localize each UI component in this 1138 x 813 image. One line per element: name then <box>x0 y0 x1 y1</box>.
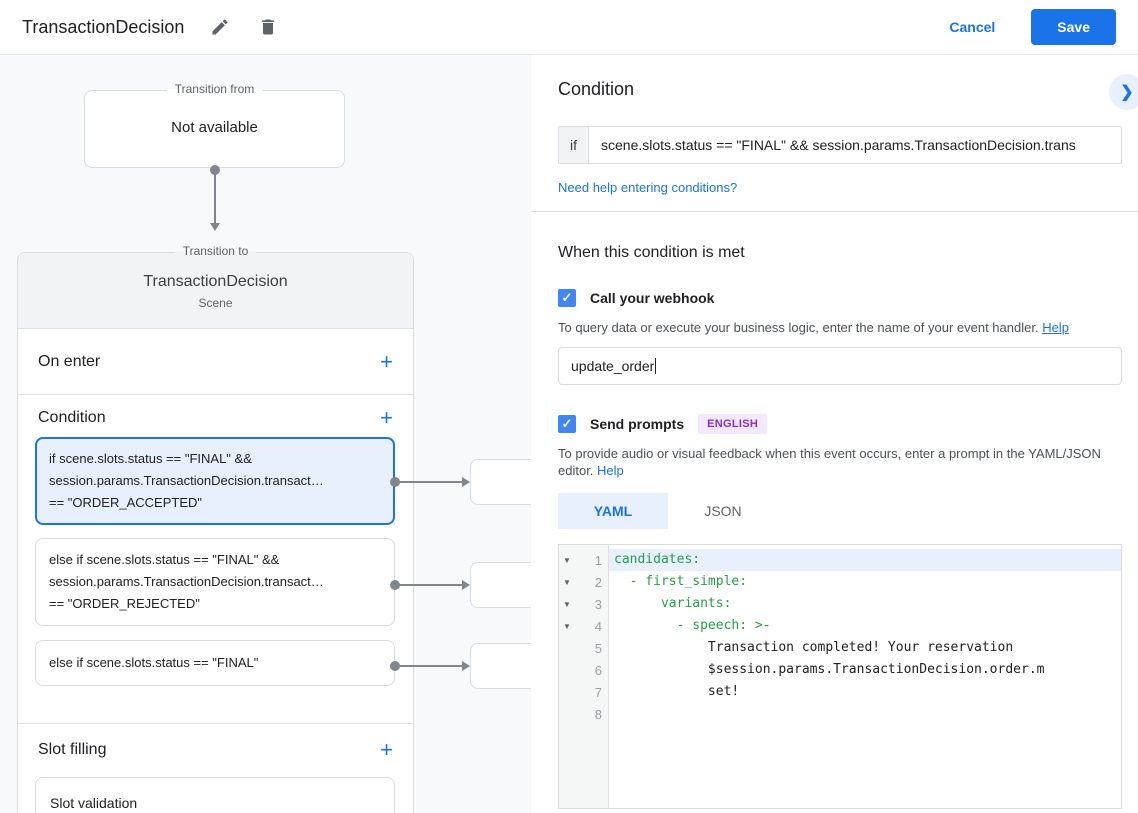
code-line: candidates: <box>609 549 1121 571</box>
line-number: 4 <box>594 618 602 634</box>
on-enter-label: On enter <box>38 352 101 370</box>
condition-expression-input[interactable]: scene.slots.status == "FINAL" && session… <box>601 137 1076 153</box>
connector-line <box>395 584 462 586</box>
scene-flow-canvas: Transition from Not available Transition… <box>0 55 531 813</box>
line-number: 5 <box>594 640 602 656</box>
transition-target-box[interactable] <box>470 562 531 608</box>
connector-arrowhead-icon <box>210 223 220 231</box>
connector-line <box>395 481 462 483</box>
code-line: $session.params.TransactionDecision.orde… <box>614 662 1045 677</box>
editor-format-tabs: YAML JSON <box>558 493 1122 529</box>
fold-toggle-icon[interactable] <box>559 622 577 631</box>
line-number: 1 <box>594 552 602 568</box>
condition-text-line: if scene.slots.status == "FINAL" && <box>49 451 252 466</box>
connector-arrowhead-icon <box>462 661 470 671</box>
when-met-heading: When this condition is met <box>558 244 745 261</box>
cancel-button[interactable]: Cancel <box>949 19 996 35</box>
code-line: variants: <box>614 596 732 611</box>
editor-gutter: 1 2 3 4 5 6 7 8 <box>559 545 609 808</box>
transition-to-legend: Transition to <box>174 244 257 258</box>
transition-target-box[interactable] <box>470 643 531 689</box>
webhook-helper-body: To query data or execute your business l… <box>558 320 1043 335</box>
on-enter-row[interactable]: On enter <box>18 328 413 394</box>
add-slot-button[interactable] <box>380 740 393 760</box>
prompts-help-link[interactable]: Help <box>597 463 624 478</box>
condition-text-line: else if scene.slots.status == "FINAL" && <box>49 552 280 567</box>
slot-filling-section: Slot filling Slot validation <box>18 723 413 813</box>
event-handler-input[interactable]: update_order <box>558 347 1122 385</box>
save-button[interactable]: Save <box>1031 9 1116 45</box>
condition-card-final[interactable]: else if scene.slots.status == "FINAL" <box>35 640 395 686</box>
connector-arrowhead-icon <box>462 580 470 590</box>
condition-text-line: else if scene.slots.status == "FINAL" <box>49 655 259 670</box>
add-on-enter-button[interactable] <box>380 352 393 372</box>
condition-expression-row: if scene.slots.status == "FINAL" && sess… <box>558 126 1122 164</box>
condition-text-line: == "ORDER_REJECTED" <box>49 596 200 611</box>
fold-toggle-icon[interactable] <box>559 578 577 587</box>
condition-section: Condition if scene.slots.status == "FINA… <box>18 394 413 723</box>
condition-section-label: Condition <box>38 409 106 426</box>
transition-target-box[interactable] <box>470 459 531 505</box>
panel-title: Condition <box>558 79 635 99</box>
line-number: 8 <box>594 706 602 722</box>
condition-help-link[interactable]: Need help entering conditions? <box>558 180 738 195</box>
prompts-helper-text: To provide audio or visual feedback when… <box>558 445 1110 479</box>
code-line: Transaction completed! Your reservation <box>614 640 1014 655</box>
code-line <box>609 703 1121 725</box>
condition-text-line: == "ORDER_ACCEPTED" <box>49 495 202 510</box>
scene-name: TransactionDecision <box>143 273 288 290</box>
webhook-label: Call your webhook <box>590 290 715 306</box>
condition-editor-panel: Condition if scene.slots.status == "FINA… <box>531 55 1138 813</box>
line-number: 7 <box>594 684 602 700</box>
edit-scene-button[interactable] <box>208 15 232 39</box>
language-badge: ENGLISH <box>698 414 768 434</box>
condition-card-accepted[interactable]: if scene.slots.status == "FINAL" && sess… <box>35 437 395 525</box>
line-number: 6 <box>594 662 602 678</box>
transition-from-box[interactable]: Transition from Not available <box>84 82 345 168</box>
connector-line <box>214 170 216 224</box>
fold-toggle-icon[interactable] <box>559 600 577 609</box>
tab-json[interactable]: JSON <box>668 493 778 529</box>
slot-filling-label: Slot filling <box>38 741 107 758</box>
code-line: - speech: >- <box>614 618 771 633</box>
page-title: TransactionDecision <box>22 16 185 37</box>
top-bar: TransactionDecision Cancel Save <box>0 0 1138 55</box>
editor-code-area[interactable]: candidates: - first_simple: variants: - … <box>609 545 1121 808</box>
connector-arrowhead-icon <box>462 477 470 487</box>
tab-yaml[interactable]: YAML <box>558 493 668 529</box>
transition-from-legend: Transition from <box>166 82 263 96</box>
code-line: - first_simple: <box>614 574 748 589</box>
transition-to-card: Transition to TransactionDecision Scene … <box>17 244 414 813</box>
send-prompts-label: Send prompts <box>590 416 685 432</box>
scene-type-label: Scene <box>198 296 233 310</box>
section-divider <box>531 211 1138 212</box>
transition-from-value: Not available <box>171 119 258 136</box>
webhook-helper-text: To query data or execute your business l… <box>558 319 1110 336</box>
line-number: 2 <box>594 574 602 590</box>
fold-toggle-icon[interactable] <box>559 556 577 565</box>
webhook-checkbox-row: Call your webhook <box>558 289 1122 307</box>
line-number: 3 <box>594 596 602 612</box>
add-condition-button[interactable] <box>380 408 393 428</box>
webhook-help-link[interactable]: Help <box>1042 320 1069 335</box>
trash-icon <box>262 19 275 35</box>
webhook-checkbox[interactable] <box>558 289 576 307</box>
scene-card-header: TransactionDecision Scene <box>18 253 413 328</box>
if-prefix-label: if <box>559 127 589 163</box>
connector-line <box>395 665 462 667</box>
send-prompts-checkbox[interactable] <box>558 415 576 433</box>
yaml-code-editor[interactable]: 1 2 3 4 5 6 7 8 candidates: - first_simp… <box>558 544 1122 809</box>
condition-text-line: session.params.TransactionDecision.trans… <box>49 574 324 589</box>
slot-validation-card[interactable]: Slot validation <box>35 777 395 813</box>
code-line: set! <box>614 684 740 699</box>
send-prompts-checkbox-row: Send prompts ENGLISH <box>558 414 1122 434</box>
prompts-helper-body: To provide audio or visual feedback when… <box>558 446 1101 478</box>
pencil-icon <box>212 19 228 35</box>
condition-card-rejected[interactable]: else if scene.slots.status == "FINAL" &&… <box>35 538 395 626</box>
collapse-panel-button[interactable] <box>1109 74 1138 110</box>
text-cursor <box>655 358 657 374</box>
event-handler-value: update_order <box>571 358 655 374</box>
condition-text-line: session.params.TransactionDecision.trans… <box>49 473 324 488</box>
delete-scene-button[interactable] <box>256 15 280 39</box>
